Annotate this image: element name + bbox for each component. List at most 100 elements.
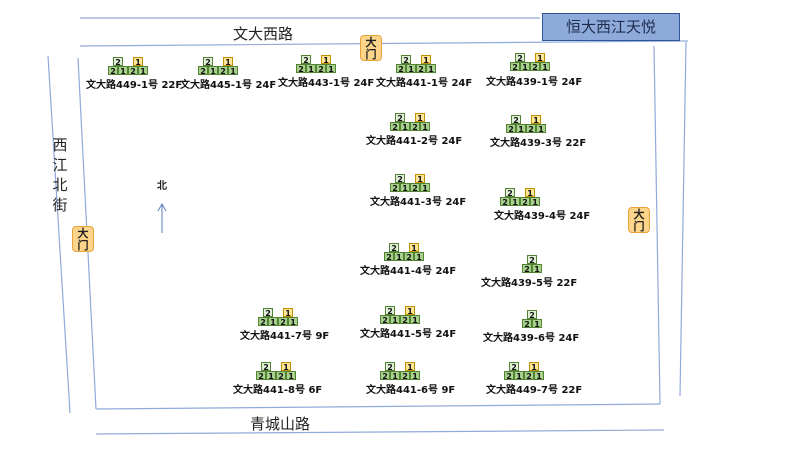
unit-top-cell: 2 — [385, 306, 395, 316]
unit-cell: 2 — [390, 183, 400, 193]
unit-cell: 1 — [306, 64, 316, 74]
unit-cell: 2 — [520, 197, 530, 207]
unit-cell: 2 — [500, 197, 510, 207]
unit-cell: 2 — [128, 66, 138, 76]
unit-cell: 1 — [420, 183, 430, 193]
gate-north: 大门 — [360, 35, 382, 61]
road-left-label: 西江北街 — [52, 136, 68, 214]
unit-cell: 1 — [530, 197, 540, 207]
unit-cell: 1 — [266, 371, 276, 381]
unit-cell: 2 — [296, 64, 306, 74]
unit-top-cell: 1 — [281, 362, 291, 372]
unit-cell: 1 — [286, 371, 296, 381]
unit-cell: 1 — [520, 62, 530, 72]
unit-cell: 2 — [390, 122, 400, 132]
unit-top-cell: 1 — [415, 174, 425, 184]
unit-top-cell: 1 — [535, 53, 545, 63]
building-label: 文大路439-1号 24F — [486, 77, 583, 88]
unit-cell: 1 — [390, 315, 400, 325]
building-label: 文大路449-7号 22F — [486, 385, 583, 396]
unit-top-cell: 2 — [301, 55, 311, 65]
unit-top-cell: 2 — [505, 188, 515, 198]
road-bottom-label: 青城山路 — [250, 415, 311, 433]
unit-cell: 1 — [410, 371, 420, 381]
unit-cell: 2 — [522, 319, 532, 329]
unit-cell: 1 — [400, 122, 410, 132]
unit-top-cell: 1 — [321, 55, 331, 65]
unit-cell: 1 — [326, 64, 336, 74]
unit-cell: 1 — [532, 319, 542, 329]
building-label: 文大路441-3号 24F — [370, 197, 467, 208]
unit-cell: 2 — [278, 317, 288, 327]
unit-top-cell: 1 — [415, 113, 425, 123]
unit-top-cell: 1 — [531, 115, 541, 125]
unit-top-cell: 2 — [395, 113, 405, 123]
unit-cell: 2 — [410, 183, 420, 193]
gate-west: 大门 — [72, 226, 94, 252]
unit-cell: 1 — [118, 66, 128, 76]
unit-cell: 1 — [536, 124, 546, 134]
building-label: 文大路441-7号 9F — [240, 331, 330, 342]
unit-cell: 1 — [208, 66, 218, 76]
unit-top-cell: 2 — [511, 115, 521, 125]
unit-top-cell: 2 — [527, 310, 537, 320]
unit-top-cell: 1 — [525, 188, 535, 198]
unit-cell: 2 — [404, 252, 414, 262]
building-label: 文大路441-1号 24F — [376, 78, 473, 89]
unit-top-cell: 2 — [385, 362, 395, 372]
building-label: 文大路439-4号 24F — [494, 211, 591, 222]
unit-cell: 2 — [506, 124, 516, 134]
building-label: 文大路441-5号 24F — [360, 329, 457, 340]
unit-cell: 2 — [524, 371, 534, 381]
unit-top-cell: 2 — [389, 243, 399, 253]
unit-top-cell: 2 — [113, 57, 123, 67]
unit-top-cell: 1 — [405, 362, 415, 372]
unit-cell: 1 — [514, 371, 524, 381]
unit-cell: 2 — [276, 371, 286, 381]
unit-top-cell: 1 — [283, 308, 293, 318]
unit-cell: 1 — [540, 62, 550, 72]
building-label: 文大路441-2号 24F — [366, 136, 463, 147]
unit-cell: 2 — [416, 64, 426, 74]
unit-cell: 2 — [510, 62, 520, 72]
unit-cell: 2 — [396, 64, 406, 74]
building-label: 文大路439-5号 22F — [481, 278, 578, 289]
unit-cell: 2 — [380, 315, 390, 325]
unit-cell: 1 — [138, 66, 148, 76]
unit-cell: 1 — [268, 317, 278, 327]
building-label: 文大路441-4号 24F — [360, 266, 457, 277]
unit-top-cell: 2 — [203, 57, 213, 67]
unit-top-cell: 2 — [401, 55, 411, 65]
building-label: 文大路449-1号 22F — [86, 80, 183, 91]
building-label: 文大路445-1号 24F — [180, 80, 277, 91]
unit-cell: 2 — [258, 317, 268, 327]
unit-top-cell: 1 — [529, 362, 539, 372]
unit-cell: 2 — [218, 66, 228, 76]
north-arrow-icon — [158, 204, 166, 234]
project-title: 恒大西江天悦 — [542, 13, 680, 41]
unit-cell: 2 — [526, 124, 536, 134]
unit-cell: 1 — [400, 183, 410, 193]
unit-cell: 1 — [426, 64, 436, 74]
building-label: 文大路439-3号 22F — [490, 138, 587, 149]
unit-cell: 1 — [288, 317, 298, 327]
unit-top-cell: 1 — [421, 55, 431, 65]
unit-top-cell: 2 — [527, 255, 537, 265]
unit-cell: 2 — [530, 62, 540, 72]
north-label: 北 — [157, 181, 167, 192]
unit-cell: 1 — [516, 124, 526, 134]
building-label: 文大路441-8号 6F — [233, 385, 323, 396]
building-label: 文大路441-6号 9F — [366, 385, 456, 396]
unit-cell: 2 — [316, 64, 326, 74]
unit-cell: 1 — [410, 315, 420, 325]
gate-east: 大门 — [628, 207, 650, 233]
unit-cell: 1 — [532, 264, 542, 274]
unit-top-cell: 1 — [405, 306, 415, 316]
building-label: 文大路443-1号 24F — [278, 78, 375, 89]
unit-cell: 2 — [380, 371, 390, 381]
unit-top-cell: 1 — [133, 57, 143, 67]
unit-cell: 1 — [420, 122, 430, 132]
unit-cell: 2 — [384, 252, 394, 262]
unit-cell: 1 — [534, 371, 544, 381]
unit-cell: 2 — [400, 371, 410, 381]
